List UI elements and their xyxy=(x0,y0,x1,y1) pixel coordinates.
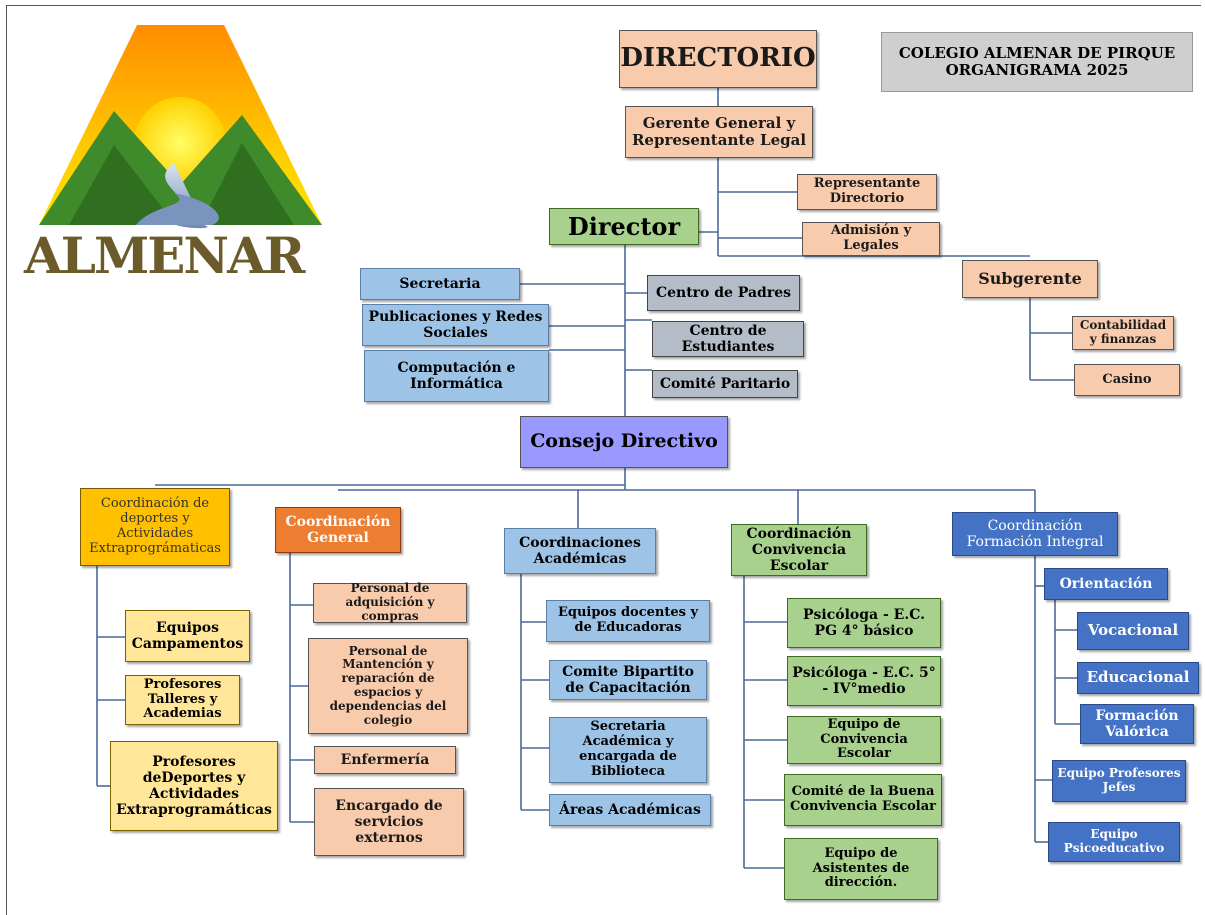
box-psicologa-medio: Psicóloga - E.C. 5° - IV°medio xyxy=(787,656,941,706)
box-representante-directorio: Representante Directorio xyxy=(797,174,937,210)
title-line-2: ORGANIGRAMA 2025 xyxy=(945,61,1129,79)
box-psicologa-pg: Psicóloga - E.C. PG 4° básico xyxy=(787,598,941,648)
box-admision-legales: Admisión y Legales xyxy=(802,222,940,256)
box-formacion-valorica: Formación Valórica xyxy=(1080,704,1194,744)
box-secretaria-academica: Secretaria Académica y encargada de Bibl… xyxy=(549,717,707,783)
box-coord-academicas: Coordinaciones Académicas xyxy=(504,528,656,574)
logo-mountain-sun-icon xyxy=(39,25,322,229)
box-vocacional: Vocacional xyxy=(1077,612,1189,650)
box-personal-mantencion: Personal de Mantención y reparación de e… xyxy=(308,638,468,734)
box-consejo-directivo: Consejo Directivo xyxy=(520,416,728,468)
box-profesores-deportes: Profesores deDeportes y Actividades Extr… xyxy=(110,741,278,831)
box-contabilidad-finanzas: Contabilidad y finanzas xyxy=(1072,316,1174,350)
box-computacion-informatica: Computación e Informática xyxy=(364,350,549,402)
box-comite-buena-convivencia: Comité de la Buena Convivencia Escolar xyxy=(784,774,942,826)
box-equipo-psicoeducativo: Equipo Psicoeducativo xyxy=(1048,822,1180,862)
box-subgerente: Subgerente xyxy=(962,260,1098,298)
box-centro-estudiantes: Centro de Estudiantes xyxy=(652,321,804,357)
box-centro-padres: Centro de Padres xyxy=(647,275,800,311)
box-equipo-convivencia: Equipo de Convivencia Escolar xyxy=(787,716,941,764)
box-orientacion: Orientación xyxy=(1044,568,1168,600)
box-casino: Casino xyxy=(1074,364,1180,396)
box-profesores-talleres: Profesores Talleres y Academias xyxy=(125,675,240,725)
logo-wordmark: ALMENAR xyxy=(24,226,305,285)
box-encargado-servicios: Encargado de servicios externos xyxy=(314,788,464,856)
box-director: Director xyxy=(549,208,699,245)
box-equipo-profesores-jefes: Equipo Profesores Jefes xyxy=(1052,760,1186,802)
box-personal-adquisicion: Personal de adquisición y compras xyxy=(313,581,467,623)
box-enfermeria: Enfermería xyxy=(314,746,456,774)
box-comite-paritario: Comité Paritario xyxy=(652,370,798,398)
page-border-left xyxy=(6,5,7,915)
box-areas-academicas: Áreas Académicas xyxy=(549,794,711,826)
title-line-1: COLEGIO ALMENAR DE PIRQUE xyxy=(898,43,1176,62)
box-secretaria: Secretaria xyxy=(360,268,520,300)
box-directorio: DIRECTORIO xyxy=(619,30,817,88)
box-coord-general: Coordinación General xyxy=(275,507,401,553)
box-equipos-docentes: Equipos docentes y de Educadoras xyxy=(546,600,710,642)
box-coord-formacion: Coordinación Formación Integral xyxy=(952,512,1118,556)
box-publicaciones-redes: Publicaciones y Redes Sociales xyxy=(362,304,549,346)
almenar-logo xyxy=(24,25,324,280)
box-coord-convivencia: Coordinación Convivencia Escolar xyxy=(731,524,867,576)
box-gerente-general: Gerente General y Representante Legal xyxy=(625,106,813,158)
box-educacional: Educacional xyxy=(1077,662,1199,694)
box-coord-deportes: Coordinación de deportes y Actividades E… xyxy=(80,488,230,566)
title-box: COLEGIO ALMENAR DE PIRQUE ORGANIGRAMA 20… xyxy=(881,32,1193,92)
box-equipos-campamentos: Equipos Campamentos xyxy=(125,610,250,662)
page-border-top xyxy=(6,5,1201,6)
box-comite-bipartito: Comite Bipartito de Capacitación xyxy=(549,660,707,700)
box-equipo-asistentes: Equipo de Asistentes de dirección. xyxy=(784,838,938,900)
